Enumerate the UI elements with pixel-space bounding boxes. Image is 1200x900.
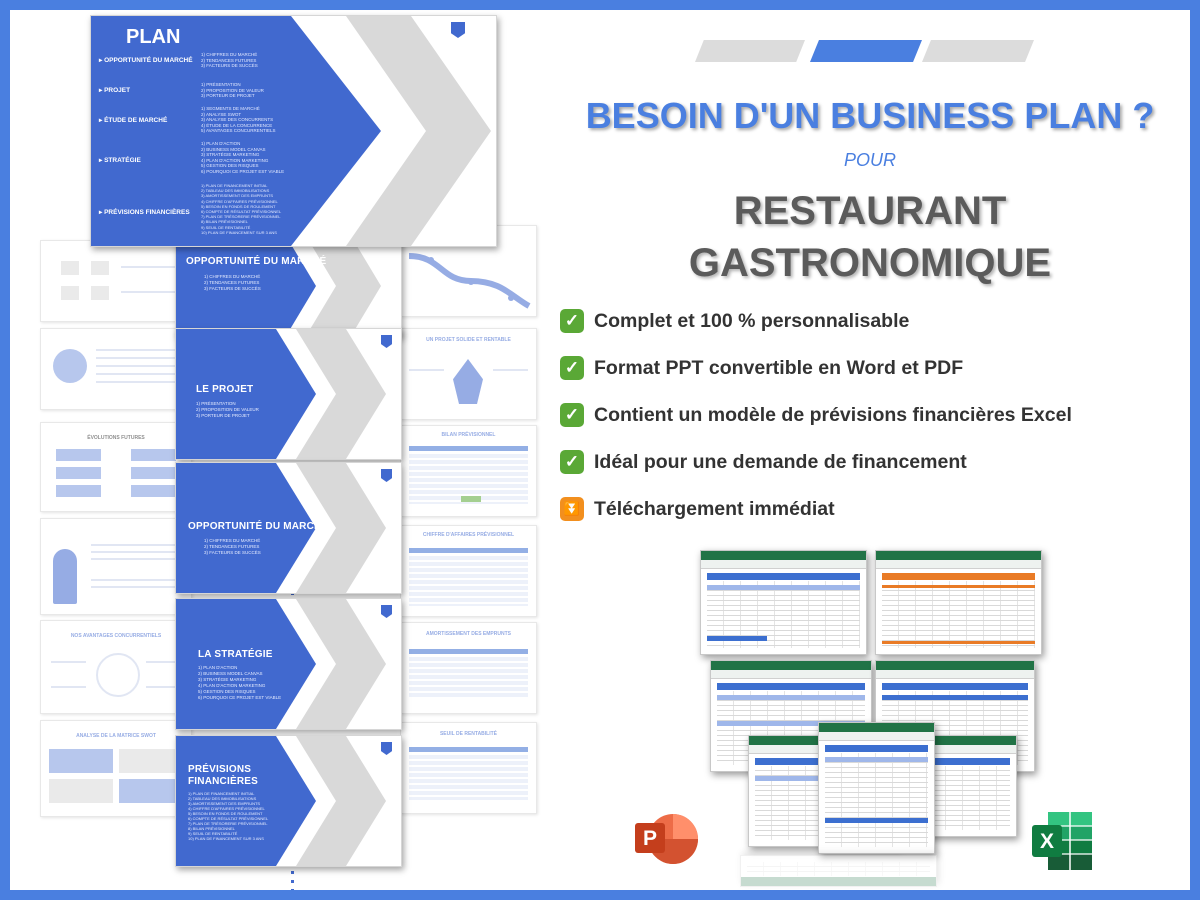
bg-slide-title: BILAN PRÉVISIONNEL [441,432,496,438]
shield-logo-icon [381,469,392,482]
check-mark-icon: ✓ [560,450,584,474]
bg-slide-title: CHIFFRE D'AFFAIRES PRÉVISIONNEL [422,532,515,538]
bg-slide-left-4 [40,518,192,615]
section-slide-1: OPPORTUNITÉ DU MARCHÉ 1) CHIFFRES DU MAR… [175,235,402,337]
feature-text: Contient un modèle de prévisions financi… [594,403,1072,426]
bg-slide-left-3: ÉVOLUTIONS FUTURES [40,422,192,512]
excel-screenshot [875,550,1042,655]
svg-text:X: X [1040,830,1054,853]
bg-slide-right-6: SEUIL DE RENTABILITÉ [400,722,537,814]
feature-text: Idéal pour une demande de financement [594,450,967,473]
section-slide-title: LA STRATÉGIE [198,649,273,660]
subject-title: RESTAURANT GASTRONOMIQUE [688,189,1052,285]
bg-slide-title: ANALYSE DE LA MATRICE SWOT [76,733,156,739]
bg-slide-left-5: NOS AVANTAGES CONCURRENTIELS [40,620,192,714]
feature-text: Complet et 100 % personnalisable [594,309,910,332]
section-slide-title: PRÉVISIONS FINANCIÈRES [188,764,258,787]
plan-slide-title: PLAN [126,26,181,48]
bg-slide-title: SEUIL DE RENTABILITÉ [439,731,498,737]
powerpoint-logo-icon: P [635,814,698,864]
feature-item: ⏬ Téléchargement immédiat [560,494,835,524]
plan-section-3: ▸ ÉTUDE DE MARCHÉ [99,117,168,124]
headline: BESOIN D'UN BUSINESS PLAN ? [585,95,1155,136]
excel-screenshot [700,550,867,655]
section-slide-5: PRÉVISIONS FINANCIÈRES 1) PLAN DE FINANC… [175,735,402,867]
bg-slide-right-5: AMORTISSEMENT DES EMPRUNTS [400,622,537,714]
section-slide-title: OPPORTUNITÉ DU MARCHÉ [186,256,327,267]
feature-item: ✓ Idéal pour une demande de financement [560,447,967,477]
section-slide-title: OPPORTUNITÉ DU MARCHÉ [188,521,329,532]
plan-section-2: ▸ PROJET [99,87,131,94]
check-mark-icon: ✓ [560,309,584,333]
excel-screenshot-reflection [740,855,937,887]
decorative-arrow-center [810,40,922,62]
decorative-arrow-right [922,40,1034,62]
section-slide-3: OPPORTUNITÉ DU MARCHÉ 1) CHIFFRES DU MAR… [175,462,402,594]
bg-slide-left-2 [40,328,192,410]
bg-slide-left-1 [40,240,192,322]
section-slide-title: LE PROJET [196,384,254,395]
decorative-arrow-left [695,40,805,62]
feature-text: Téléchargement immédiat [594,497,835,520]
plan-section-1: ▸ OPPORTUNITÉ DU MARCHÉ [99,57,193,64]
download-arrow-icon: ⏬ [560,497,584,521]
check-mark-icon: ✓ [560,356,584,380]
shield-logo-icon [451,22,465,38]
headline-connector: POUR [843,150,896,170]
bg-slide-title: AMORTISSEMENT DES EMPRUNTS [425,631,511,637]
shield-logo-icon [381,335,392,348]
bg-slide-right-4: CHIFFRE D'AFFAIRES PRÉVISIONNEL [400,525,537,617]
excel-logo-icon: X [1032,812,1092,870]
shield-logo-icon [381,605,392,618]
check-mark-icon: ✓ [560,403,584,427]
ad-canvas: ÉVOLUTIONS FUTURES NOS AVANTAGES CONCURR… [10,10,1190,890]
bg-slide-right-3: BILAN PRÉVISIONNEL [400,425,537,517]
plan-slide: PLAN ▸ OPPORTUNITÉ DU MARCHÉ 1) CHIFFRES… [90,15,497,247]
feature-item: ✓ Format PPT convertible en Word et PDF [560,353,963,383]
excel-screenshot [818,722,935,854]
bg-slide-right-2: UN PROJET SOLIDE ET RENTABLE [400,328,537,420]
feature-item: ✓ Complet et 100 % personnalisable [560,306,909,336]
plan-section-5: ▸ PRÉVISIONS FINANCIÈRES [99,209,190,216]
feature-text: Format PPT convertible en Word et PDF [594,356,964,379]
svg-text:P: P [643,827,657,850]
shield-logo-icon [381,742,392,755]
bg-slide-title: NOS AVANTAGES CONCURRENTIELS [70,633,162,639]
bg-slide-title: UN PROJET SOLIDE ET RENTABLE [426,337,511,343]
feature-item: ✓ Contient un modèle de prévisions finan… [560,400,1072,430]
bg-slide-title: ÉVOLUTIONS FUTURES [87,435,145,441]
bg-slide-left-6: ANALYSE DE LA MATRICE SWOT [40,720,192,817]
plan-section-4: ▸ STRATÉGIE [99,157,141,164]
